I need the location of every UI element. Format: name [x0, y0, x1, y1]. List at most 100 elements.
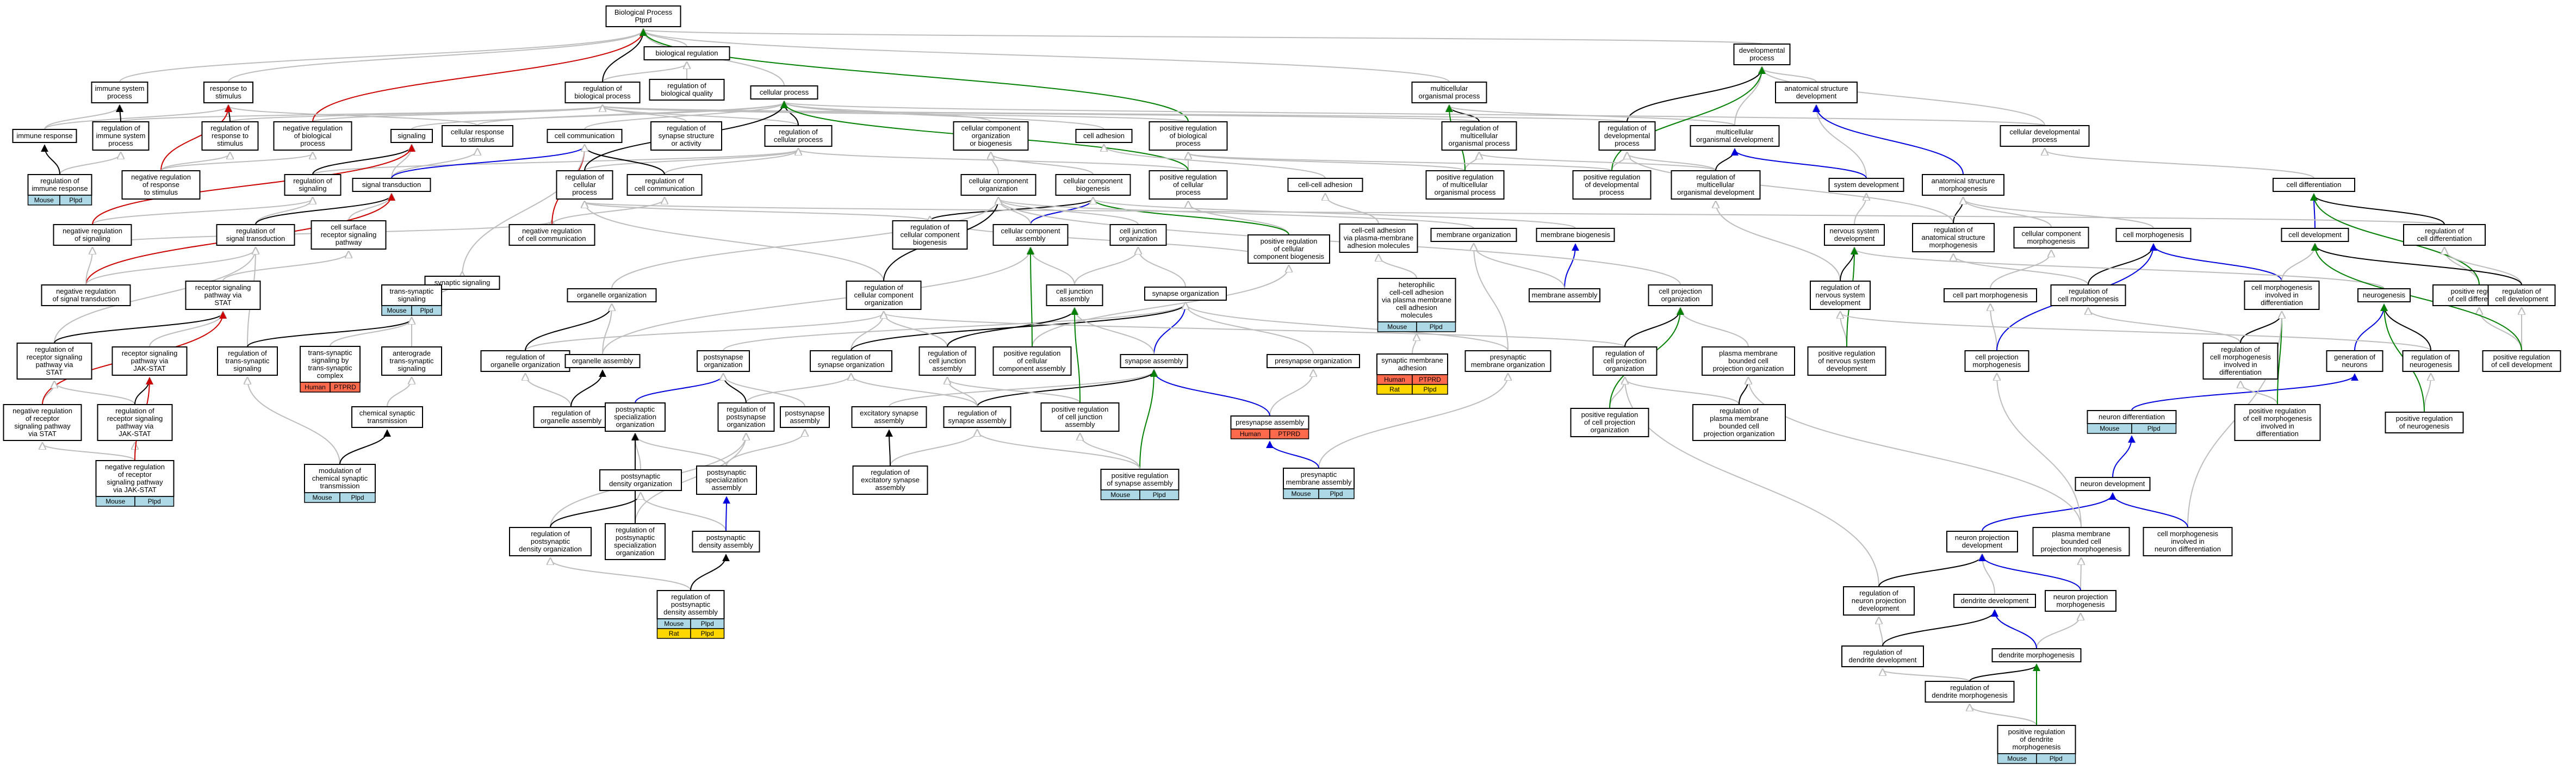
go-term-node-cellproc[interactable]: cellular process [750, 85, 818, 100]
go-term-node-cellcomm[interactable]: cell communication [547, 129, 623, 143]
go-term-node-membiog[interactable]: membrane biogenesis [1536, 228, 1615, 242]
go-term-node-dendev[interactable]: dendrite development [1953, 594, 2036, 608]
go-term-node-celldev[interactable]: cell development [2281, 228, 2349, 242]
go-term-node-presynorg[interactable]: presynapse organization [1267, 354, 1360, 368]
go-term-node-sysdev[interactable]: system development [1828, 178, 1904, 192]
go-term-node-neurogen[interactable]: neurogenesis [2357, 288, 2411, 302]
go-term-node-synorg[interactable]: synapse organization [1144, 287, 1227, 301]
go-term-node-regpsspecorg[interactable]: regulation ofpostsynapticspecializationo… [605, 523, 666, 560]
go-term-node-celldiff[interactable]: cell differentiation [2273, 178, 2355, 192]
go-term-node-celladh[interactable]: cell adhesion [1075, 129, 1133, 143]
go-term-node-denmorph[interactable]: dendrite morphogenesis [1991, 648, 2082, 662]
go-term-node-memasm[interactable]: membrane assembly [1529, 288, 1600, 302]
go-term-node-memorg[interactable]: membrane organization [1430, 228, 1517, 242]
go-term-node-immresp[interactable]: immune response [12, 129, 77, 143]
go-term-node-breg[interactable]: biological regulation [643, 46, 730, 60]
go-term-node-cellmorph[interactable]: cell morphogenesis [2115, 228, 2192, 242]
go-term-node-orgorg[interactable]: organelle organization [567, 288, 657, 302]
